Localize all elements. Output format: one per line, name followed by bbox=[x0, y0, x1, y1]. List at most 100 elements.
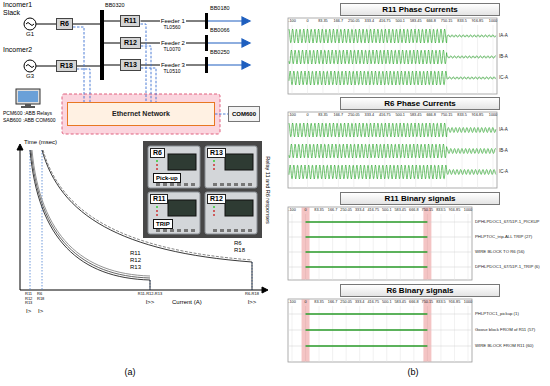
relay-screen bbox=[168, 200, 196, 216]
time-current-curve bbox=[30, 150, 150, 290]
relay-body bbox=[205, 192, 257, 234]
relay-device: R12 bbox=[205, 192, 257, 234]
power-line bbox=[77, 66, 100, 67]
grid-line bbox=[454, 214, 455, 280]
relay-button bbox=[241, 183, 245, 186]
grid-line bbox=[386, 214, 387, 280]
generator-symbol bbox=[24, 60, 36, 72]
network-link bbox=[141, 68, 156, 102]
grid-line bbox=[440, 306, 441, 362]
incomer-wire bbox=[36, 24, 56, 25]
time-tick: 333.4 bbox=[355, 300, 365, 304]
relay-button bbox=[191, 183, 195, 186]
power-line bbox=[104, 65, 120, 66]
panel-letter: (b) bbox=[408, 367, 419, 377]
time-tick: -100 bbox=[288, 113, 296, 117]
photo-caption: Relay 11 and R6 responses bbox=[265, 156, 271, 223]
time-tick: 500.1 bbox=[395, 19, 405, 23]
generator-symbol bbox=[24, 18, 36, 72]
relay-box: R13 bbox=[120, 59, 141, 71]
channel-name: IA-A bbox=[499, 127, 508, 132]
node-text: R13 bbox=[207, 148, 226, 158]
time-tick: 83.35 bbox=[314, 300, 324, 304]
generator-symbol bbox=[26, 23, 34, 26]
time-tick: 916.85 bbox=[472, 19, 484, 23]
relay-led bbox=[213, 210, 215, 212]
grid-line bbox=[468, 306, 469, 362]
time-tick: 416.75 bbox=[367, 208, 379, 212]
relay-led bbox=[213, 160, 215, 162]
relay-button bbox=[227, 229, 231, 232]
node-text: R11 bbox=[124, 16, 136, 26]
grid-line bbox=[359, 214, 360, 280]
server-box: COM600 bbox=[228, 106, 260, 122]
panel-header: R6 Binary signals bbox=[340, 284, 500, 297]
row-baseline bbox=[289, 36, 496, 37]
time-tick: 333.4 bbox=[365, 19, 375, 23]
time-tick: 833.5 bbox=[457, 113, 467, 117]
relay-led bbox=[213, 206, 215, 208]
photo-background bbox=[143, 141, 262, 238]
signal-name: WIRE BLOCK FROM R11 (60) bbox=[475, 344, 533, 349]
node-text: BB0180 bbox=[210, 5, 230, 12]
relay-box: R6 bbox=[56, 18, 73, 30]
node-text: Ethernet Network bbox=[112, 110, 170, 118]
generator-label: G1 bbox=[26, 31, 34, 38]
channel-name: IA-A bbox=[499, 33, 508, 38]
grid-line bbox=[440, 214, 441, 280]
dotted-marker bbox=[30, 150, 31, 290]
busbar: BB0250 bbox=[205, 57, 208, 73]
time-tick: 1000 bbox=[464, 300, 472, 304]
relay-button bbox=[213, 229, 217, 232]
relay-screen bbox=[225, 154, 253, 170]
binary-signal bbox=[306, 251, 428, 253]
relay-led bbox=[156, 210, 158, 212]
axis-tick: R6 R18 bbox=[37, 292, 46, 301]
time-tick: 166.7 bbox=[334, 113, 344, 117]
time-tick: 916.85 bbox=[472, 113, 484, 117]
node-text: R11 Phase Currents bbox=[341, 4, 499, 15]
node-text: BB0066 bbox=[210, 27, 230, 34]
feeder-label: Feeder 2 bbox=[160, 40, 186, 47]
time-tick: -100 bbox=[288, 300, 296, 304]
source-label: Incomer1 Slack bbox=[3, 1, 39, 17]
row-baseline bbox=[289, 252, 471, 253]
time-tick: -100 bbox=[288, 19, 296, 23]
panel-letter: (a) bbox=[125, 367, 136, 377]
time-tick: 416.75 bbox=[379, 19, 391, 23]
load-arrow bbox=[208, 64, 243, 65]
computer-icon bbox=[25, 104, 31, 106]
axis-tick: R6-R18 bbox=[245, 292, 259, 297]
relay-body bbox=[148, 192, 200, 234]
relay-body bbox=[148, 146, 200, 188]
load-arrow bbox=[242, 17, 250, 25]
relay-led bbox=[213, 164, 215, 166]
relay-led bbox=[156, 160, 158, 162]
time-tick: 0 bbox=[304, 208, 306, 212]
signal-name: Goose block FROM of R11 (57) bbox=[475, 328, 535, 333]
time-tick: 0 bbox=[304, 300, 306, 304]
curve-label: R12 bbox=[130, 257, 141, 264]
axis-title: Time (msec) bbox=[24, 139, 57, 146]
axis-tick: R11-R12-R13 bbox=[138, 292, 162, 297]
generator-label: G3 bbox=[26, 73, 34, 80]
relay-box: R11 bbox=[120, 15, 140, 27]
plot-frame bbox=[288, 207, 472, 280]
relay-button bbox=[234, 229, 238, 232]
graph-axis bbox=[17, 144, 23, 150]
grid-line bbox=[292, 306, 293, 362]
network-region bbox=[62, 94, 220, 134]
network-box: Ethernet Network bbox=[67, 102, 215, 126]
relay-box: R18 bbox=[56, 60, 77, 72]
event-band bbox=[302, 208, 310, 280]
relay-box: R12 bbox=[120, 37, 141, 49]
relay-led bbox=[156, 214, 158, 216]
time-tick: 83.35 bbox=[318, 19, 328, 23]
relay-button bbox=[184, 183, 188, 186]
graph-axis bbox=[17, 144, 268, 293]
load-arrow bbox=[242, 61, 250, 69]
axis-tick: I> bbox=[26, 308, 31, 315]
event-band bbox=[423, 208, 431, 280]
time-tick: 833.5 bbox=[436, 208, 446, 212]
axis-title: Current (A) bbox=[172, 299, 202, 306]
